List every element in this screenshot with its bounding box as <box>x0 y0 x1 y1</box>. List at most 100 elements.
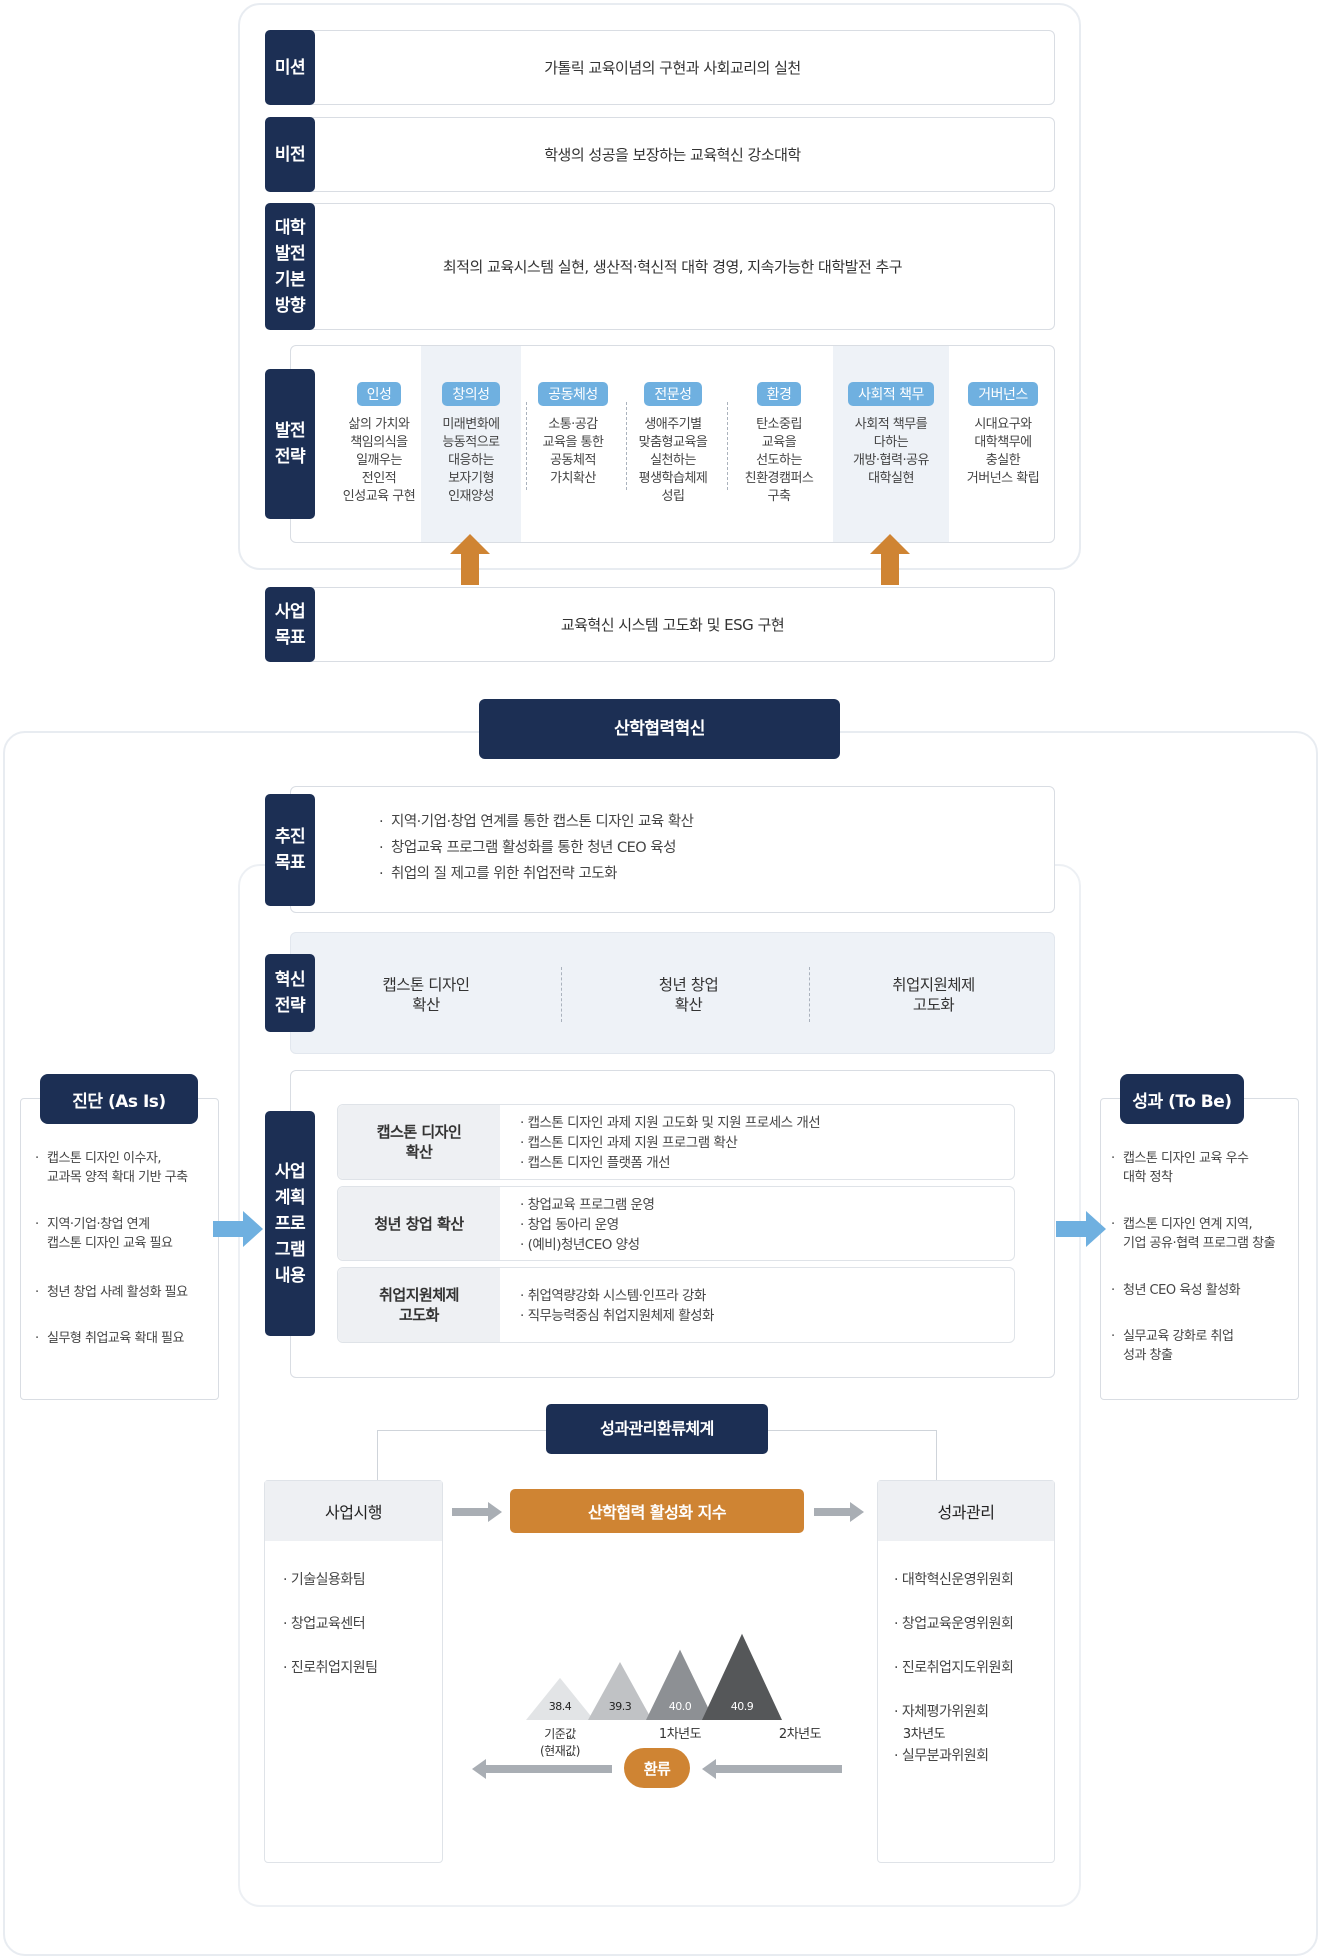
chart-category-label: 3차년도 <box>902 1727 946 1742</box>
strategy-desc: 탄소중립 교육을 선도하는 친환경캠퍼스 구축 <box>744 417 814 504</box>
feedback-right-item: 실무분과위원회 <box>894 1745 989 1765</box>
arrow-left-icon <box>472 1759 612 1779</box>
push-goal-box: 지역·기업·창업 연계를 통한 캡스톤 디자인 교육 확산 창업교육 프로그램 … <box>290 786 1055 913</box>
strategy-desc: 사회적 책무를 다하는 개방·협력·공유 대학실현 <box>852 417 930 486</box>
main-title: 산학협력혁신 <box>479 699 840 759</box>
arrow-up-icon <box>450 534 490 554</box>
strategy-pill: 전문성 <box>644 382 702 406</box>
innovation-item: 청년 창업 확산 <box>658 976 719 1014</box>
innovation-strategy-box: 캡스톤 디자인 확산 청년 창업 확산 취업지원체제 고도화 <box>290 932 1055 1054</box>
strategy-col-3: 공동체성 소통·공감 교육을 통한 공동체적 가치확산 <box>523 346 623 542</box>
strategy-divider <box>626 402 627 490</box>
feedback-right-item: 대학혁신운영위원회 <box>894 1569 1014 1589</box>
program-row-items: 창업교육 프로그램 운영 창업 동아리 운영 (예비)청년CEO 양성 <box>520 1195 655 1255</box>
strategy-pill: 환경 <box>756 382 802 406</box>
innovation-divider <box>561 967 562 1022</box>
strategy-box: 인성 삶의 가치와 책임의식을 일깨우는 전인적 인성교육 구현 창의성 미래변… <box>290 345 1055 543</box>
strategy-col-2: 창의성 미래변화에 능동적으로 대응하는 보자기형 인재양성 <box>421 346 521 542</box>
program-row: 청년 창업 확산 창업교육 프로그램 운영 창업 동아리 운영 (예비)청년CE… <box>337 1186 1015 1261</box>
as-is-item: 캡스톤 디자인 이수자, 교과목 양적 확대 기반 구축 <box>35 1149 188 1187</box>
feedback-right-item: 자체평가위원회 <box>894 1701 989 1721</box>
chart-value-label: 39.3 <box>609 1700 632 1713</box>
strategy-divider <box>727 402 728 490</box>
program-item: 캡스톤 디자인 플랫폼 개선 <box>520 1153 820 1173</box>
arrow-right-icon <box>814 1502 864 1522</box>
to-be-item: 실무교육 강화로 취업 성과 창출 <box>1111 1327 1234 1365</box>
strategy-desc: 소통·공감 교육을 통한 공동체적 가치확산 <box>542 417 604 486</box>
feedback-left-item: 진로취업지원팀 <box>283 1657 378 1677</box>
program-item: 창업 동아리 운영 <box>520 1215 654 1235</box>
arrow-up-icon-stem <box>461 553 479 585</box>
vision-label: 비전 <box>265 117 315 192</box>
strategy-desc: 삶의 가치와 책임의식을 일깨우는 전인적 인성교육 구현 <box>342 417 416 504</box>
feedback-right-box: 성과관리 대학혁신운영위원회 창업교육운영위원회 진로취업지도위원회 자체평가위… <box>877 1480 1055 1863</box>
chart-category-label: 1차년도 <box>658 1727 702 1742</box>
strategy-pill: 창의성 <box>442 382 500 406</box>
chart-category-label: 기준값 (현재값) <box>540 1727 580 1758</box>
direction-text: 최적의 교육시스템 실현, 생산적·혁신적 대학 경영, 지속가능한 대학발전 … <box>442 258 903 276</box>
feedback-right-head: 성과관리 <box>878 1481 1054 1541</box>
innovation-item: 캡스톤 디자인 확산 <box>382 976 471 1014</box>
push-goal-label: 추진 목표 <box>265 794 315 906</box>
chart-mark-triangle <box>702 1633 782 1720</box>
arrow-up-icon <box>870 534 910 554</box>
chart-value-label: 40.0 <box>669 1700 692 1713</box>
direction-label: 대학 발전 기본 방향 <box>265 203 315 330</box>
vision-box: 학생의 성공을 보장하는 교육혁신 강소대학 <box>290 117 1055 192</box>
program-row-title: 취업지원체제 고도화 <box>338 1268 500 1342</box>
as-is-item: 지역·기업·창업 연계 캡스톤 디자인 교육 필요 <box>35 1215 173 1253</box>
arrow-up-icon-stem <box>881 553 899 585</box>
direction-box: 최적의 교육시스템 실현, 생산적·혁신적 대학 경영, 지속가능한 대학발전 … <box>290 203 1055 330</box>
innovation-divider <box>809 967 810 1022</box>
strategy-col-7: 거버넌스 시대요구와 대학책무에 충실한 거버넌스 확립 <box>953 346 1053 542</box>
program-item: 캡스톤 디자인 과제 지원 프로그램 확산 <box>520 1133 820 1153</box>
program-row-title: 캡스톤 디자인 확산 <box>338 1105 500 1179</box>
program-row-title: 청년 창업 확산 <box>338 1187 500 1260</box>
mission-box: 가톨릭 교육이념의 구현과 사회교리의 실천 <box>290 30 1055 105</box>
strategy-desc: 미래변화에 능동적으로 대응하는 보자기형 인재양성 <box>442 417 500 504</box>
program-row: 캡스톤 디자인 확산 캡스톤 디자인 과제 지원 고도화 및 지원 프로세스 개… <box>337 1104 1015 1180</box>
as-is-title: 진단 (As Is) <box>40 1074 198 1124</box>
program-row: 취업지원체제 고도화 취업역량강화 시스템·인프라 강화 직무능력중심 취업지원… <box>337 1267 1015 1343</box>
push-goal-item: 지역·기업·창업 연계를 통한 캡스톤 디자인 교육 확산 <box>379 813 694 832</box>
push-goal-item: 취업의 질 제고를 위한 취업전략 고도화 <box>379 865 617 884</box>
arrow-right-icon <box>452 1502 502 1522</box>
goal-box: 교육혁신 시스템 고도화 및 ESG 구현 <box>290 587 1055 662</box>
strategy-desc: 생애주기별 맞춤형교육을 실천하는 평생학습체제 성립 <box>638 417 708 504</box>
mission-text: 가톨릭 교육이념의 구현과 사회교리의 실천 <box>544 59 801 77</box>
program-row-items: 취업역량강화 시스템·인프라 강화 직무능력중심 취업지원체제 활성화 <box>520 1286 715 1326</box>
feedback-right-item: 진로취업지도위원회 <box>894 1657 1014 1677</box>
chart-value-label: 40.9 <box>731 1700 754 1713</box>
strategy-col-6: 사회적 책무 사회적 책무를 다하는 개방·협력·공유 대학실현 <box>833 346 949 542</box>
arrow-left-icon <box>702 1759 842 1779</box>
chart-mark-triangle <box>526 1677 594 1720</box>
chart-mark-triangle <box>646 1649 714 1720</box>
push-goal-item: 창업교육 프로그램 활성화를 통한 청년 CEO 육성 <box>379 839 676 858</box>
program-item: 취업역량강화 시스템·인프라 강화 <box>520 1286 714 1306</box>
program-label: 사업 계획 프로 그램 내용 <box>265 1111 315 1336</box>
strategy-pill: 공동체성 <box>538 382 608 406</box>
as-is-item: 청년 창업 사례 활성화 필요 <box>35 1283 188 1302</box>
arrow-right-icon <box>1056 1211 1106 1247</box>
to-be-box: 캡스톤 디자인 교육 우수 대학 정착 캡스톤 디자인 연계 지역, 기업 공유… <box>1100 1098 1299 1400</box>
mission-label: 미션 <box>265 30 315 105</box>
to-be-item: 캡스톤 디자인 연계 지역, 기업 공유·협력 프로그램 창출 <box>1111 1215 1276 1253</box>
to-be-title: 성과 (To Be) <box>1120 1074 1244 1124</box>
to-be-item: 청년 CEO 육성 활성화 <box>1111 1281 1241 1300</box>
feedback-title: 성과관리환류체계 <box>546 1404 768 1454</box>
innovation-item: 취업지원체제 고도화 <box>892 976 975 1014</box>
chart-mark-triangle <box>588 1662 652 1720</box>
strategy-col-1: 인성 삶의 가치와 책임의식을 일깨우는 전인적 인성교육 구현 <box>329 346 429 542</box>
strategy-col-5: 환경 탄소중립 교육을 선도하는 친환경캠퍼스 구축 <box>729 346 829 542</box>
strategy-pill: 인성 <box>356 382 402 406</box>
strategy-desc: 시대요구와 대학책무에 충실한 거버넌스 확립 <box>966 417 1040 486</box>
strategy-col-4: 전문성 생애주기별 맞춤형교육을 실천하는 평생학습체제 성립 <box>623 346 723 542</box>
strategy-divider <box>526 402 527 490</box>
program-item: 직무능력중심 취업지원체제 활성화 <box>520 1306 715 1326</box>
feedback-right-item: 창업교육운영위원회 <box>894 1613 1014 1633</box>
index-head: 산학협력 활성화 지수 <box>510 1489 804 1533</box>
strategy-pill: 사회적 책무 <box>848 382 934 406</box>
innovation-strategy-label: 혁신 전략 <box>265 954 315 1032</box>
loop-badge: 환류 <box>624 1748 690 1788</box>
